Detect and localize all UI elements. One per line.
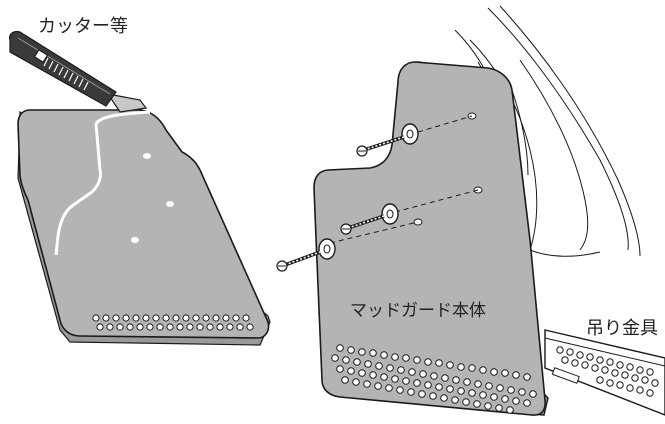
mudflap-body bbox=[313, 61, 549, 416]
mudflap-body-label: マッドガード本体 bbox=[350, 301, 486, 321]
bracket-label: 吊り金具 bbox=[586, 318, 658, 339]
bracket-plate bbox=[544, 329, 665, 416]
trim-flap bbox=[17, 109, 271, 346]
screw-top bbox=[356, 123, 419, 157]
alignment-lines bbox=[329, 115, 479, 244]
cutter-label: カッター等 bbox=[38, 16, 128, 37]
screw-bottom bbox=[276, 238, 336, 272]
cutter-knife bbox=[9, 30, 148, 113]
screw-middle bbox=[340, 203, 399, 235]
